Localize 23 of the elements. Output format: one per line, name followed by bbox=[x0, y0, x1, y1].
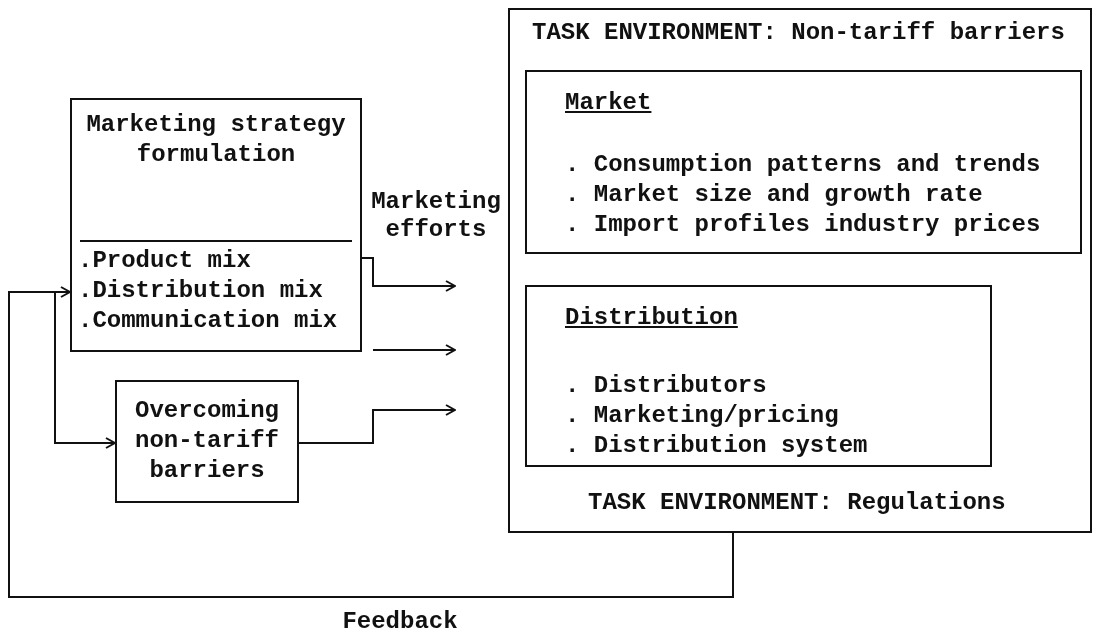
bullet-item: . Distribution system bbox=[565, 431, 868, 461]
panel-title: TASK ENVIRONMENT: Regulations bbox=[588, 488, 1006, 518]
factor-box bbox=[525, 70, 1082, 254]
arrow bbox=[372, 344, 456, 356]
bullet-item: . Consumption patterns and trends bbox=[565, 150, 1041, 180]
arrow bbox=[361, 257, 456, 292]
panel-title: TASK ENVIRONMENT: Non-tariff barriers bbox=[532, 18, 1065, 48]
bullet-item: .Communication mix bbox=[78, 306, 338, 336]
bullet-item: .Product mix bbox=[78, 246, 251, 276]
strategy-box bbox=[70, 98, 362, 352]
arrow bbox=[298, 404, 456, 444]
process-box bbox=[115, 380, 299, 503]
bullet-item: . Distributors bbox=[565, 371, 767, 401]
box-heading: Distribution bbox=[565, 303, 738, 333]
bullet-item: . Import profiles industry prices bbox=[565, 210, 1041, 240]
bullet-item: . Marketing/pricing bbox=[565, 401, 839, 431]
box-label: Overcoming non-tariff barriers bbox=[134, 396, 280, 486]
factor-box bbox=[525, 285, 992, 467]
bullet-item: .Distribution mix bbox=[78, 276, 323, 306]
box-heading: Marketing strategy formulation bbox=[85, 110, 347, 170]
bullet-item: . Market size and growth rate bbox=[565, 180, 983, 210]
box-heading: Market bbox=[565, 88, 652, 118]
environment-panel bbox=[508, 8, 1092, 533]
